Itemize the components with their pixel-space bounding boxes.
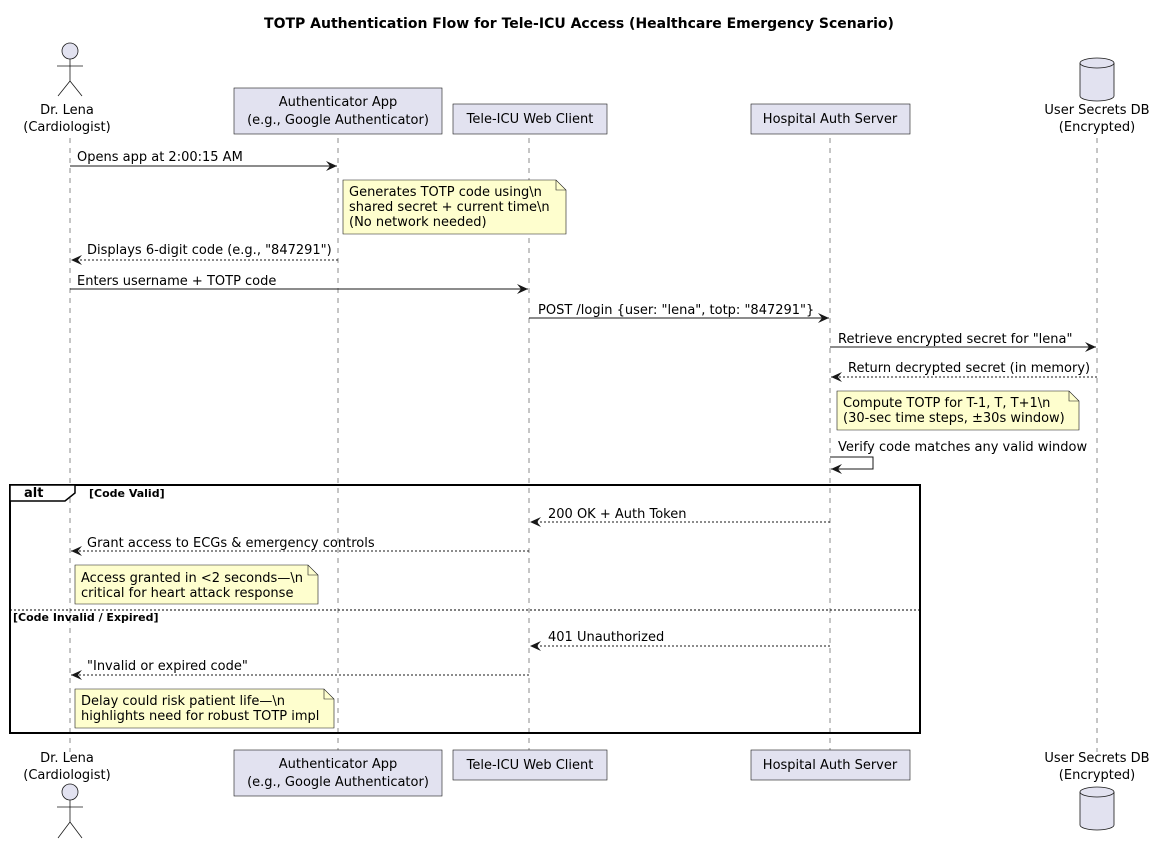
note-line: Generates TOTP code using\n [349, 185, 542, 200]
note-line: (30-sec time steps, ±30s window) [843, 411, 1065, 426]
message-label: 401 Unauthorized [548, 630, 664, 645]
participant-sublabel: (Cardiologist) [23, 768, 110, 783]
participant-label: Hospital Auth Server [763, 112, 898, 127]
note-access-granted: Access granted in <2 seconds—\n critical… [74, 564, 319, 605]
participant-app-bottom: Authenticator App (e.g., Google Authenti… [233, 749, 443, 797]
participant-label: Authenticator App [279, 95, 397, 110]
participant-label: Authenticator App [279, 757, 397, 772]
participant-server-top: Hospital Auth Server [750, 103, 911, 135]
actor-doctor-top: Dr. Lena (Cardiologist) [23, 42, 111, 135]
note-line: critical for heart attack response [81, 586, 293, 601]
note-generate-totp: Generates TOTP code using\n shared secre… [342, 179, 567, 235]
message-label: Return decrypted secret (in memory) [848, 361, 1090, 376]
participant-app-top: Authenticator App (e.g., Google Authenti… [233, 87, 443, 135]
participant-client-top: Tele-ICU Web Client [452, 103, 608, 135]
note-line: Delay could risk patient life—\n [81, 694, 285, 709]
participant-sublabel: (Cardiologist) [23, 120, 110, 135]
message-label: Enters username + TOTP code [77, 274, 276, 289]
message-label: Displays 6-digit code (e.g., "847291") [87, 243, 332, 258]
participant-label: User Secrets DB [1044, 103, 1149, 118]
participant-sublabel: (e.g., Google Authenticator) [247, 775, 429, 790]
alt-guard-valid: [Code Valid] [89, 487, 165, 500]
note-line: highlights need for robust TOTP impl [81, 709, 319, 724]
note-compute-totp: Compute TOTP for T-1, T, T+1\n (30-sec t… [836, 390, 1080, 431]
note-line: (No network needed) [349, 215, 487, 230]
participant-label: Hospital Auth Server [763, 758, 898, 773]
participant-server-bottom: Hospital Auth Server [750, 749, 911, 781]
participant-sublabel: (Encrypted) [1059, 120, 1135, 135]
message-display-code: Displays 6-digit code (e.g., "847291") [71, 243, 338, 265]
message-200-ok: 200 OK + Auth Token [530, 507, 830, 527]
message-enter-code: Enters username + TOTP code [70, 274, 528, 294]
participant-db-bottom: User Secrets DB (Encrypted) [1044, 751, 1150, 831]
alt-keyword: alt [24, 486, 43, 501]
participant-sublabel: (e.g., Google Authenticator) [247, 113, 429, 128]
note-line: shared secret + current time\n [349, 200, 550, 215]
diagram-title: TOTP Authentication Flow for Tele-ICU Ac… [264, 16, 894, 32]
note-line: Access granted in <2 seconds—\n [81, 571, 303, 586]
message-label: Retrieve encrypted secret for "lena" [838, 332, 1072, 347]
participant-label: Dr. Lena [40, 103, 94, 118]
alt-frame: alt [Code Valid] [Code Invalid / Expired… [9, 484, 921, 734]
participant-client-bottom: Tele-ICU Web Client [452, 749, 608, 781]
participant-label: User Secrets DB [1044, 751, 1149, 766]
note-line: Compute TOTP for T-1, T, T+1\n [843, 396, 1050, 411]
message-open-app: Opens app at 2:00:15 AM [70, 150, 337, 171]
message-post-login: POST /login {user: "lena", totp: "847291… [529, 303, 829, 323]
participant-label: Dr. Lena [40, 751, 94, 766]
message-verify-code: Verify code matches any valid window [830, 440, 1088, 474]
participant-label: Tele-ICU Web Client [466, 758, 594, 773]
actor-figure-icon [57, 783, 83, 839]
message-label: POST /login {user: "lena", totp: "847291… [538, 303, 814, 318]
message-invalid-code: "Invalid or expired code" [71, 659, 529, 680]
message-return-secret: Return decrypted secret (in memory) [831, 361, 1097, 382]
database-icon [1079, 57, 1115, 102]
participant-db-top: User Secrets DB (Encrypted) [1044, 57, 1150, 135]
message-401: 401 Unauthorized [530, 630, 830, 651]
message-label: "Invalid or expired code" [87, 659, 248, 674]
alt-guard-invalid: [Code Invalid / Expired] [13, 611, 158, 624]
actor-figure-icon [57, 42, 83, 97]
message-label: Verify code matches any valid window [838, 440, 1088, 455]
message-grant-access: Grant access to ECGs & emergency control… [71, 536, 529, 556]
participant-label: Tele-ICU Web Client [466, 112, 594, 127]
message-label: Grant access to ECGs & emergency control… [87, 536, 375, 551]
participant-sublabel: (Encrypted) [1059, 768, 1135, 783]
actor-doctor-bottom: Dr. Lena (Cardiologist) [23, 751, 111, 839]
message-label: 200 OK + Auth Token [548, 507, 686, 522]
note-delay-risk: Delay could risk patient life—\n highlig… [74, 688, 335, 729]
message-retrieve-secret: Retrieve encrypted secret for "lena" [830, 332, 1096, 352]
message-label: Opens app at 2:00:15 AM [77, 150, 243, 165]
database-icon [1079, 786, 1115, 831]
